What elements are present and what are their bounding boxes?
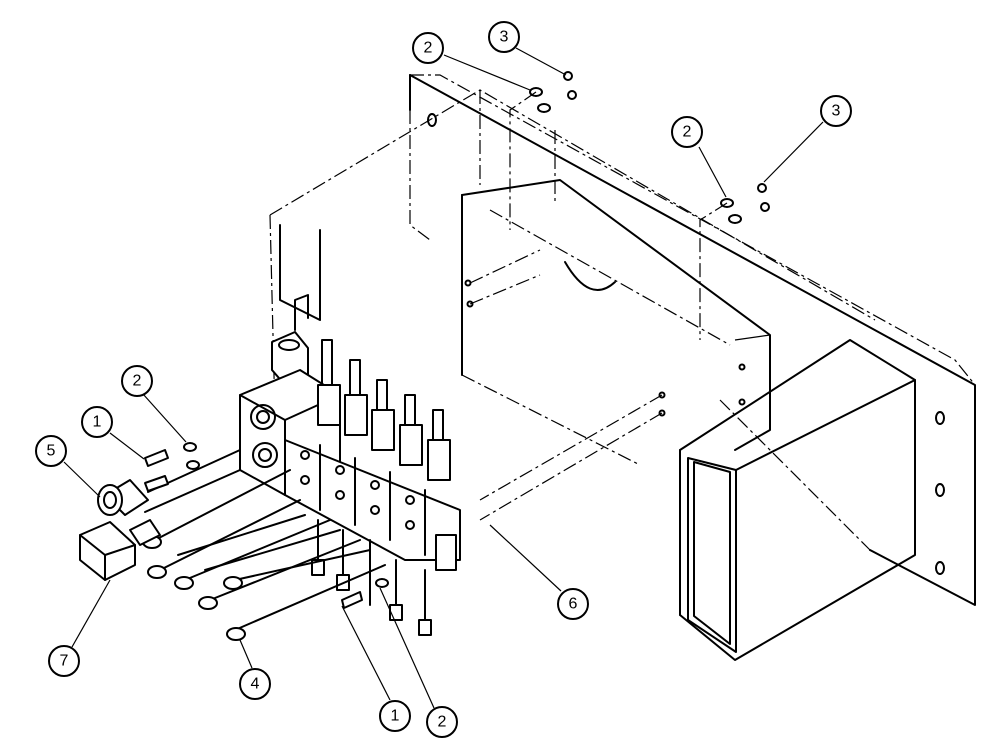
callout-3-right: 3: [820, 95, 852, 127]
callout-label: 6: [569, 596, 578, 613]
plate-hole: [935, 483, 945, 497]
callout-2-top: 2: [412, 32, 444, 64]
callout-label: 5: [47, 443, 56, 460]
enclosure-box: [679, 339, 916, 661]
hose-fittings: [142, 469, 386, 641]
callout-label: 3: [500, 29, 509, 46]
callout-label: 3: [832, 103, 841, 120]
callout-6: 6: [557, 588, 589, 620]
plate-hole: [935, 561, 945, 575]
plate-hole: [935, 411, 945, 425]
cartridge-valves: [317, 339, 451, 481]
callout-label: 7: [60, 653, 69, 670]
callout-3-top: 3: [488, 21, 520, 53]
solenoid-coil: [271, 224, 321, 386]
callout-4: 4: [239, 668, 271, 700]
callout-1-left: 1: [81, 406, 113, 438]
callout-label: 1: [391, 708, 400, 725]
callout-2-right: 2: [671, 116, 703, 148]
callout-2-left: 2: [121, 365, 153, 397]
callout-7: 7: [48, 645, 80, 677]
part-7-elbow: [79, 519, 161, 581]
callout-2-bottom: 2: [426, 706, 458, 738]
fasteners: [144, 71, 770, 609]
part-5-fitting: [97, 449, 241, 516]
callout-label: 1: [93, 414, 102, 431]
callout-label: 2: [424, 40, 433, 57]
valve-manifold: [239, 369, 461, 561]
callout-label: 2: [683, 124, 692, 141]
callout-label: 2: [438, 714, 447, 731]
mounting-plate: [409, 74, 976, 606]
bracket-panel: [461, 179, 771, 466]
callout-label: 2: [133, 373, 142, 390]
callout-1-bottom: 1: [379, 700, 411, 732]
callout-label: 4: [251, 676, 260, 693]
bottom-connectors: [311, 519, 457, 636]
cover-shroud: [269, 89, 876, 551]
callout-5: 5: [35, 435, 67, 467]
callout-leaders: [63, 47, 824, 709]
